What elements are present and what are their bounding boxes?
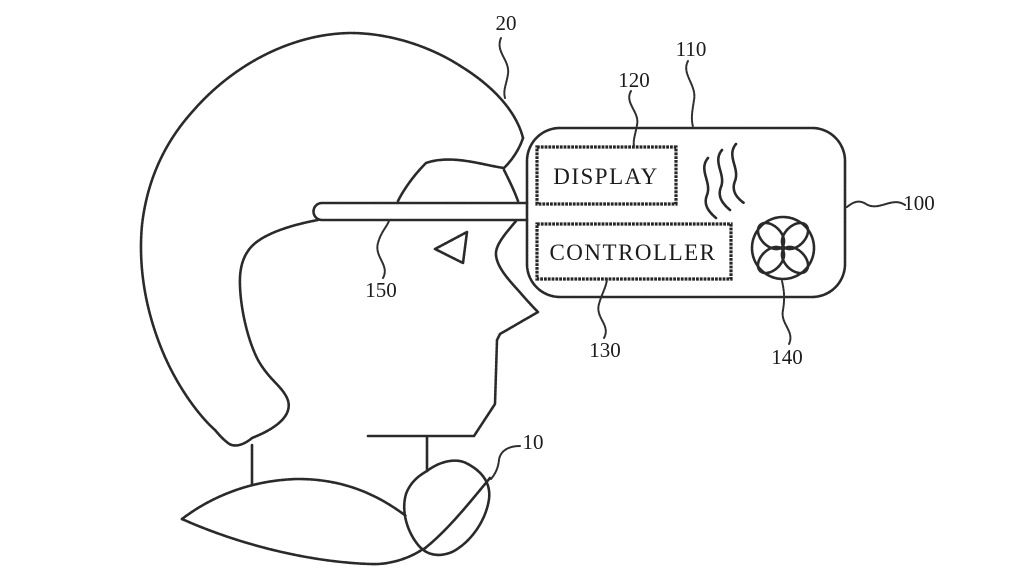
shoulder-line <box>422 476 492 551</box>
leader-120 <box>628 90 639 147</box>
forehead-line <box>502 168 520 203</box>
ref-label-20: 20 <box>496 11 517 35</box>
person-head <box>139 31 540 566</box>
temple-arm <box>312 201 529 222</box>
leader-130 <box>597 278 608 339</box>
reference-numerals: 20 110 120 100 150 130 140 10 <box>365 11 935 454</box>
collar-arc <box>180 477 408 521</box>
ref-label-100: 100 <box>903 191 935 215</box>
ref-label-10: 10 <box>523 430 544 454</box>
head-mounted-device: DISPLAY CONTROLLER <box>312 126 847 299</box>
ref-label-110: 110 <box>676 37 707 61</box>
leader-20 <box>498 37 510 99</box>
ref-label-130: 130 <box>589 338 621 362</box>
hair-crown-line <box>396 136 525 203</box>
eye-triangle <box>433 230 469 265</box>
leader-150 <box>376 220 390 279</box>
housing-outline <box>525 126 847 299</box>
hair-outline <box>139 31 525 447</box>
display-box <box>535 145 678 206</box>
collar-roll <box>402 459 491 557</box>
fan-icon <box>750 215 816 281</box>
leader-lines <box>376 37 906 480</box>
leader-100 <box>846 200 906 208</box>
ref-label-120: 120 <box>618 68 650 92</box>
leader-110 <box>685 60 696 128</box>
controller-box <box>535 222 733 281</box>
face-profile-line <box>366 219 540 438</box>
leader-10 <box>490 445 521 480</box>
airflow-waves-icon <box>703 142 746 220</box>
ref-label-140: 140 <box>771 345 803 369</box>
display-label: DISPLAY <box>553 164 659 189</box>
fan-blades <box>756 221 810 275</box>
ref-label-150: 150 <box>365 278 397 302</box>
controller-label: CONTROLLER <box>549 240 716 265</box>
fan-circle <box>750 215 816 281</box>
collar-bottom-line <box>180 517 425 566</box>
leader-140 <box>781 280 792 345</box>
